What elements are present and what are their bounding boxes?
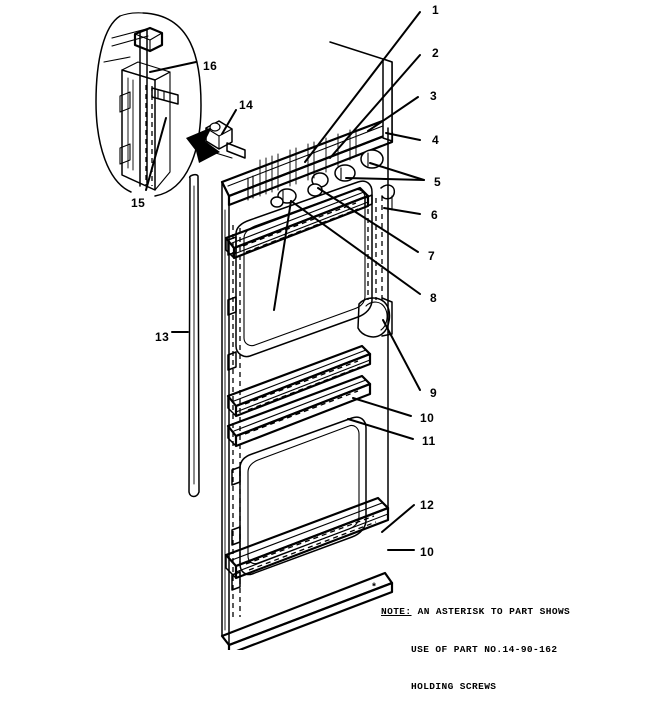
callout-4: 4 <box>432 133 440 147</box>
note-line-2: USE OF PART NO.14-90-162 <box>411 643 558 655</box>
leader-7 <box>317 187 419 253</box>
note-asterisk: * <box>371 583 378 594</box>
note-line-3: HOLDING SCREWS <box>411 681 497 692</box>
callout-16: 16 <box>203 59 218 73</box>
top-hardware-group <box>247 127 396 213</box>
middle-shelf-rail <box>226 344 372 448</box>
callout-13: 13 <box>155 330 170 344</box>
leader-9 <box>382 319 421 391</box>
lower-liner-panel <box>231 416 367 591</box>
callout-14: 14 <box>239 98 254 112</box>
callout-2: 2 <box>432 46 440 60</box>
callout-11: 11 <box>422 434 436 448</box>
callout-1: 1 <box>432 3 440 17</box>
callout-10-lower: 10 <box>420 545 435 559</box>
inset-detail-art <box>103 26 197 191</box>
leader-2 <box>329 54 421 159</box>
callout-9: 9 <box>430 386 438 400</box>
detail-pointer-arrow <box>186 127 220 163</box>
leader-8 <box>290 200 421 295</box>
note-label: NOTE: <box>381 606 412 617</box>
leader-5b <box>345 177 425 181</box>
leader-12 <box>381 504 415 533</box>
callout-15: 15 <box>131 196 146 210</box>
technical-illustration: .ln{fill:none;stroke:#000;stroke-width:1… <box>95 11 425 650</box>
leader-4 <box>385 132 421 141</box>
upper-hinge-bracket <box>205 109 246 159</box>
callout-3: 3 <box>430 89 438 103</box>
door-gasket-strip <box>171 174 200 498</box>
callout-12: 12 <box>420 498 435 512</box>
leader-lines <box>290 11 425 551</box>
leader-1 <box>304 11 421 163</box>
leader-10 <box>352 397 412 417</box>
callout-7: 7 <box>428 249 436 263</box>
detail-inset-group <box>95 12 202 197</box>
door-outer-panel <box>220 41 394 650</box>
callout-8: 8 <box>430 291 438 305</box>
callout-6: 6 <box>431 208 439 222</box>
bottom-shelf-rail <box>224 496 390 580</box>
leader-6 <box>383 207 421 215</box>
door-handle-latch <box>357 297 393 338</box>
note-line-1: AN ASTERISK TO PART SHOWS <box>411 606 571 617</box>
callout-5: 5 <box>434 175 442 189</box>
parts-diagram-page: .ln{fill:none;stroke:#000;stroke-width:1… <box>95 3 571 692</box>
callout-10: 10 <box>420 411 435 425</box>
leader-5a <box>369 162 425 181</box>
leader-11 <box>347 418 414 440</box>
leader-3 <box>367 96 419 132</box>
